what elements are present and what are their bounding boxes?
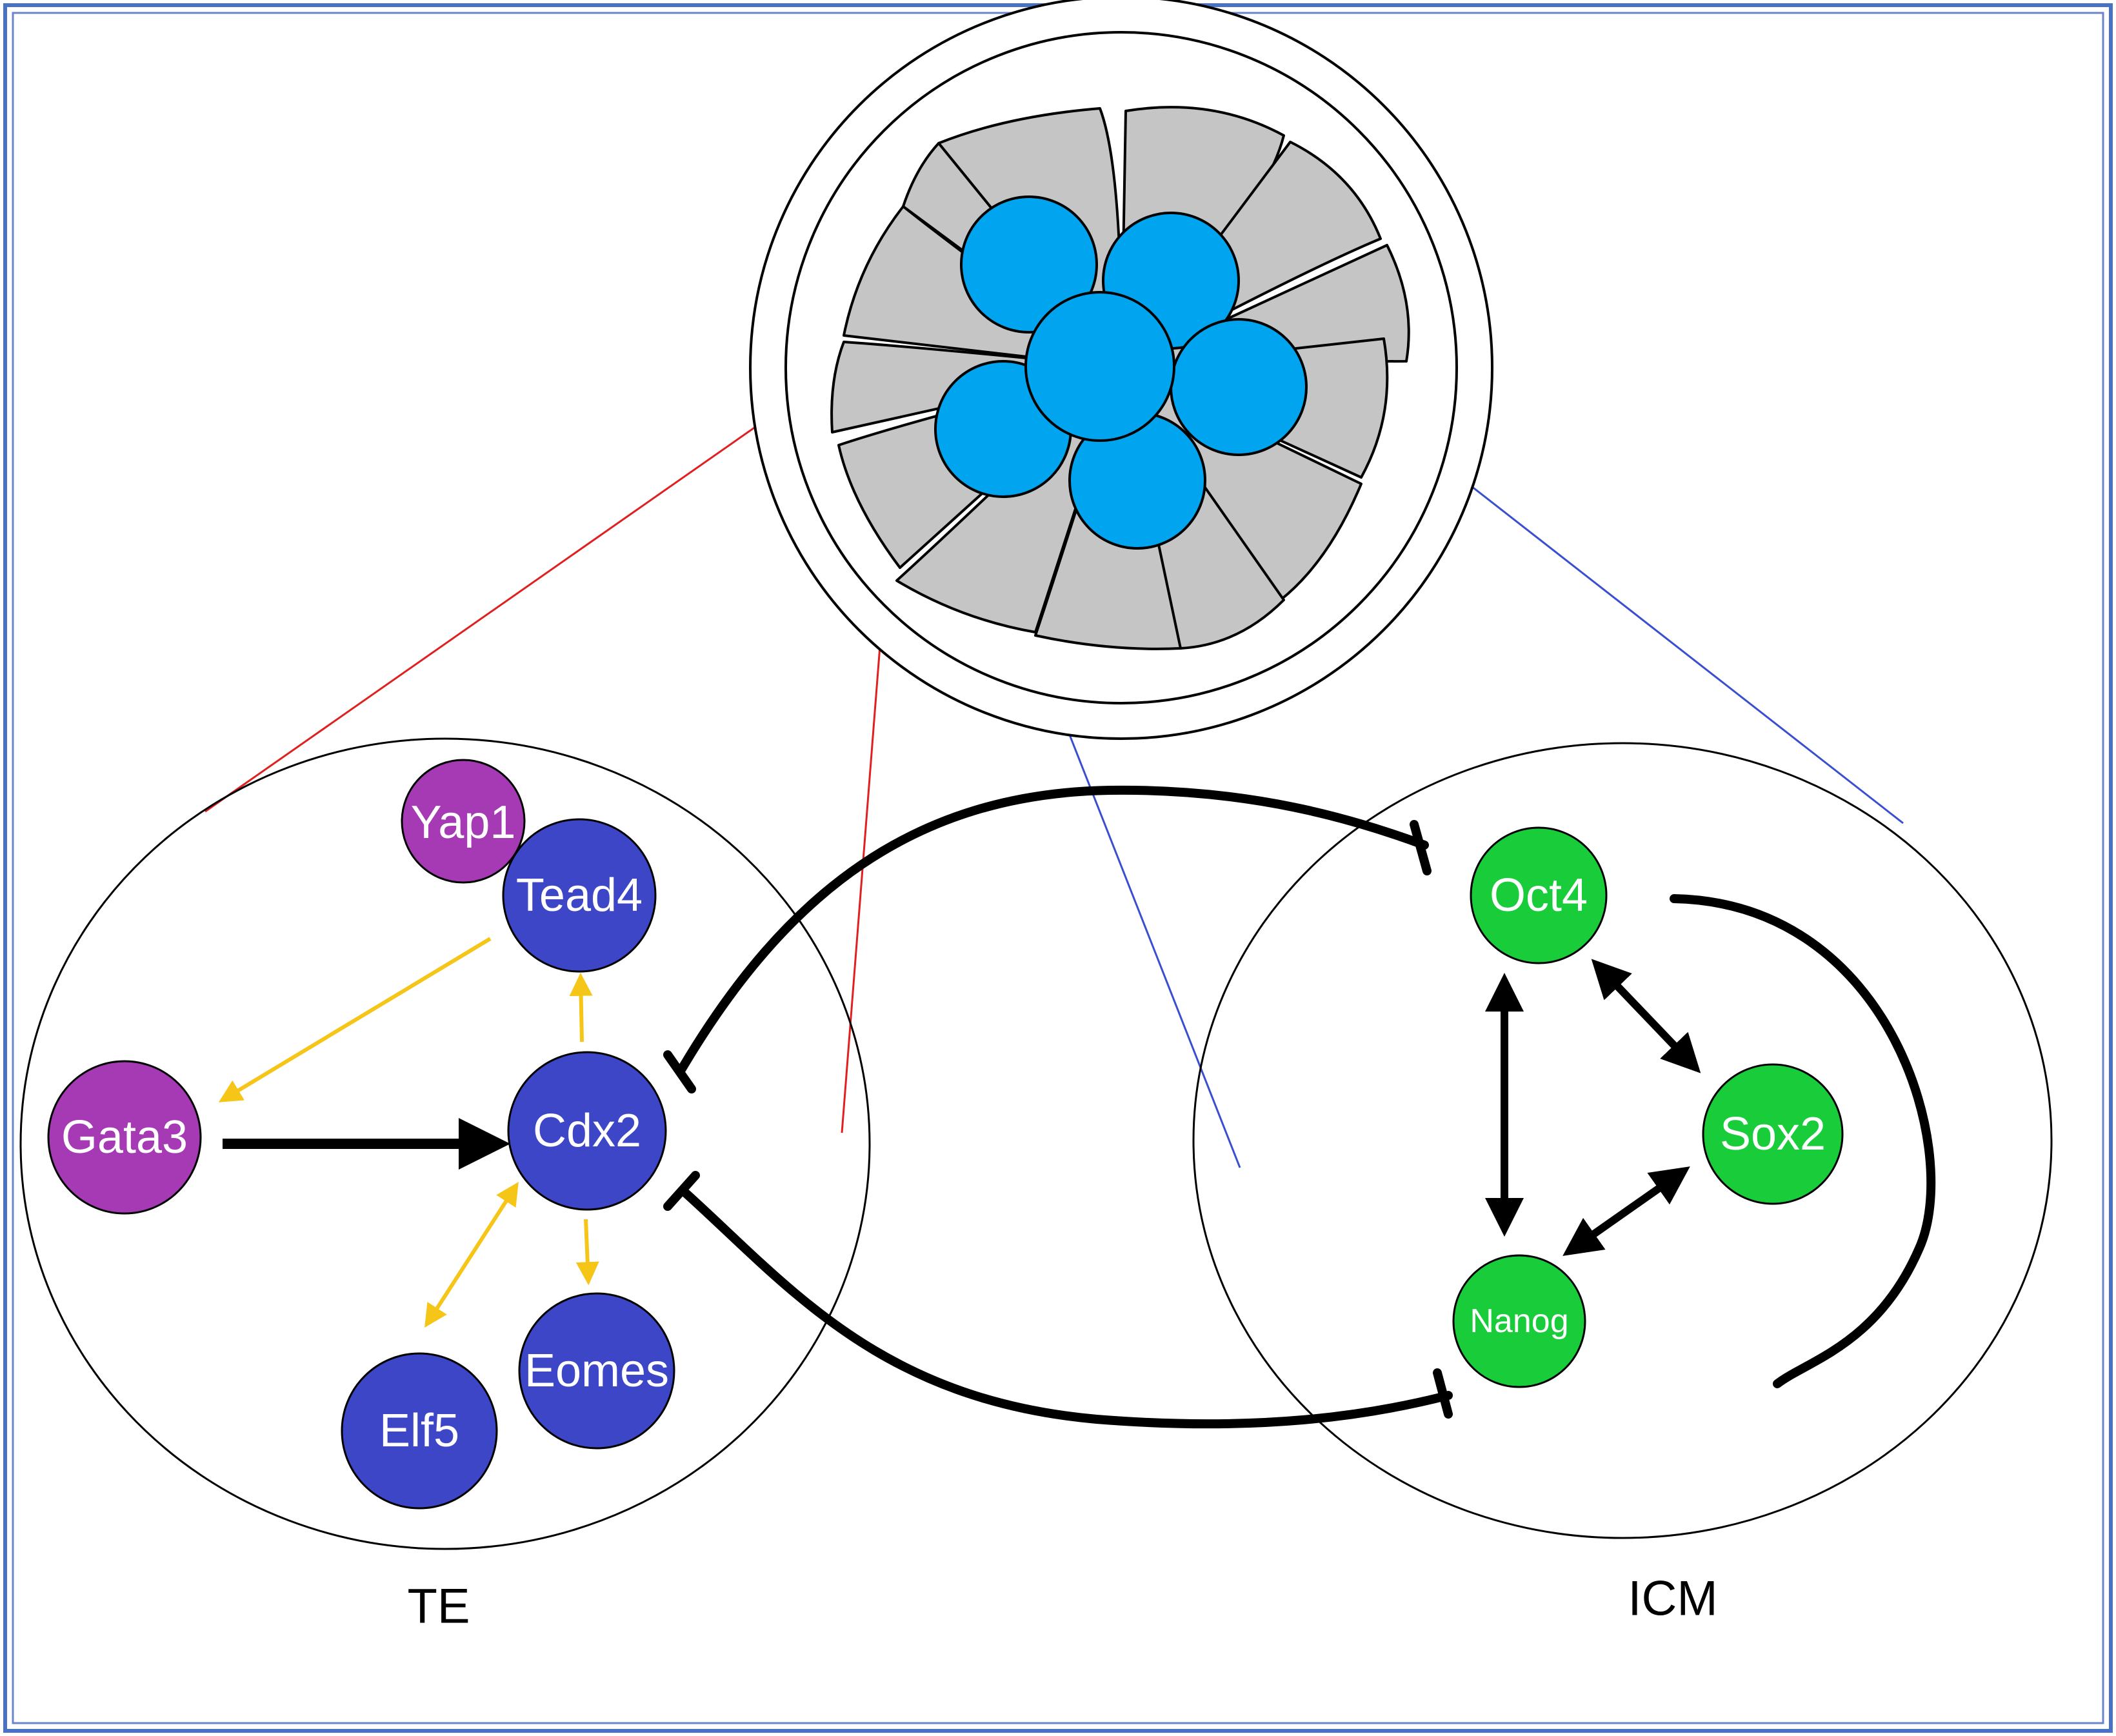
- node-nanog: Nanog: [1452, 1254, 1586, 1388]
- svg-text:Yap1: Yap1: [411, 797, 516, 848]
- sox2-nanog-arrow: [1562, 1166, 1690, 1256]
- node-tead4: Tead4: [502, 818, 657, 973]
- svg-text:Sox2: Sox2: [1720, 1108, 1826, 1160]
- cdx2-nanog-mutual-repression: [663, 1171, 1453, 1429]
- inner-cell-mass-cells: [934, 195, 1308, 550]
- cdx2-to-tead4-arrow: [569, 972, 593, 1043]
- node-gata3: Gata3: [47, 1060, 202, 1215]
- svg-text:Cdx2: Cdx2: [533, 1105, 641, 1157]
- node-oct4: Oct4: [1470, 826, 1608, 964]
- oct4-sox2-arrow: [1591, 959, 1701, 1073]
- te-arrows: [218, 937, 599, 1328]
- te-region-circle: [19, 737, 871, 1550]
- cdx2-elf5-arrow: [424, 1181, 519, 1328]
- cdx2-to-eomes-arrow: [575, 1219, 599, 1286]
- icm-region-circle: [1192, 742, 2053, 1539]
- node-sox2: Sox2: [1702, 1063, 1844, 1205]
- svg-text:Nanog: Nanog: [1470, 1302, 1568, 1340]
- svg-text:Oct4: Oct4: [1490, 870, 1588, 921]
- node-eomes: Eomes: [518, 1292, 675, 1450]
- node-cdx2: Cdx2: [507, 1051, 667, 1211]
- icm-label: ICM: [1628, 1571, 1717, 1626]
- node-elf5: Elf5: [341, 1352, 498, 1510]
- tead4-to-gata3-arrow: [218, 937, 492, 1102]
- svg-text:Tead4: Tead4: [516, 870, 643, 921]
- svg-text:Gata3: Gata3: [61, 1112, 188, 1163]
- icm-feedback-arc: [1670, 894, 1936, 1388]
- icm-arrows: [1485, 894, 1936, 1388]
- te-label: TE: [407, 1579, 470, 1634]
- cdx2-oct4-mutual-repression: [663, 785, 1432, 1093]
- svg-text:Elf5: Elf5: [379, 1405, 459, 1457]
- blastocyst: [749, 0, 1493, 740]
- node-yap1: Yap1: [401, 759, 526, 884]
- svg-text:Eomes: Eomes: [524, 1345, 669, 1397]
